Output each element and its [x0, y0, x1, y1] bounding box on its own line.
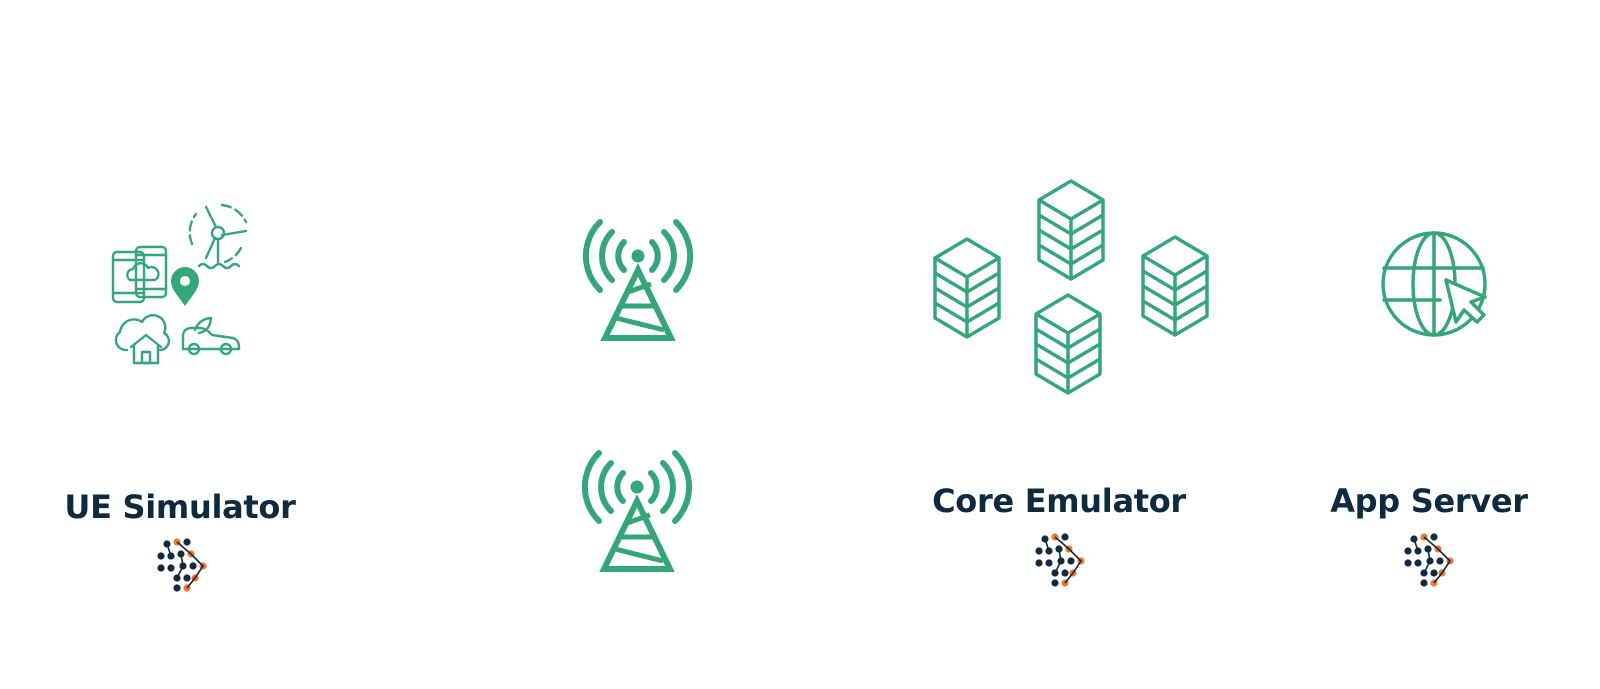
server-cluster-icon [933, 179, 1209, 395]
globe-cursor-icon [1381, 231, 1487, 337]
ue-simulator-label: UE Simulator [64, 488, 296, 526]
cell-tower-icon [585, 453, 689, 569]
cell-tower-icon [586, 222, 690, 338]
iot-devices-icon [111, 203, 248, 365]
company-logo [1034, 532, 1086, 588]
location-pin-icon [171, 267, 199, 306]
core-emulator-label: Core Emulator [932, 482, 1186, 520]
company-logo [1403, 532, 1455, 588]
company-logo [156, 537, 208, 593]
app-server-label: App Server [1330, 482, 1528, 520]
